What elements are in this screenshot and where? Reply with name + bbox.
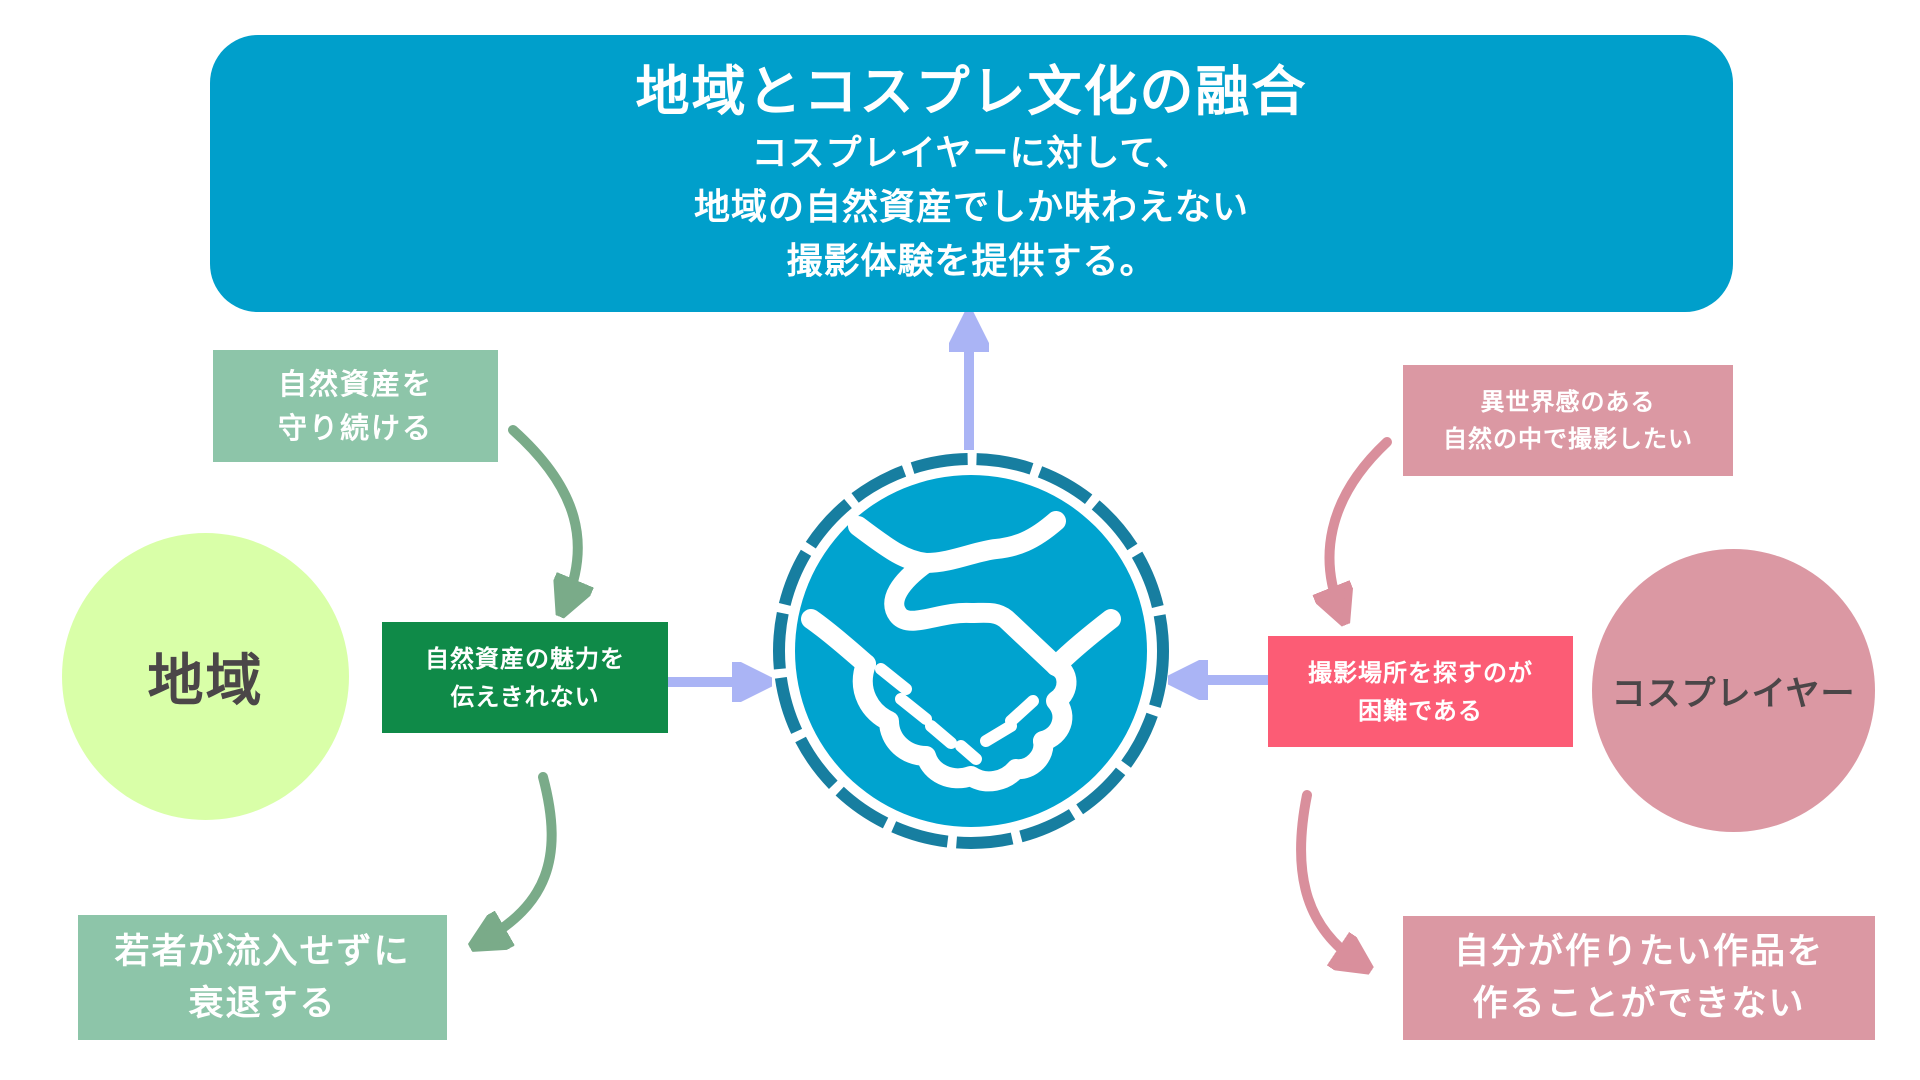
region-problem-box: 自然資産の魅力を 伝えきれない	[382, 622, 668, 733]
region-label: 地域	[147, 649, 264, 714]
arrow-protect-to-problem	[508, 425, 578, 602]
cosplayer-consequence-box: 自分が作りたい作品を 作ることができない	[1403, 916, 1875, 1040]
region-circle: 地域	[62, 533, 349, 820]
box-line: 撮影場所を探すのが	[1308, 658, 1533, 687]
handshake-icon	[801, 511, 1121, 792]
box-line: 異世界感のある	[1480, 387, 1656, 416]
box-line: 自分が作りたい作品を	[1453, 932, 1824, 972]
hero-line: 撮影体験を提供する。	[786, 240, 1157, 282]
hero-line: コスプレイヤーに対して、	[751, 132, 1192, 174]
box-line: 作ることができない	[1472, 984, 1806, 1024]
hub-dashed-ring	[773, 453, 1169, 849]
box-line: 自然資産の魅力を	[425, 644, 625, 673]
box-line: 守り続ける	[277, 411, 433, 445]
region-protect-box: 自然資産を 守り続ける	[213, 350, 498, 462]
box-line: 自然の中で撮影したい	[1443, 424, 1693, 453]
hub-circle	[773, 453, 1169, 849]
hero-box: 地域とコスプレ文化の融合 コスプレイヤーに対して、 地域の自然資産でしか味わえな…	[210, 35, 1733, 312]
cosplayer-circle: コスプレイヤー	[1592, 549, 1875, 832]
box-line: 若者が流入せずに	[114, 931, 411, 972]
box-line: 伝えきれない	[450, 682, 600, 711]
arrow-desire-to-problem	[1330, 437, 1392, 610]
cosplayer-desire-box: 異世界感のある 自然の中で撮影したい	[1403, 365, 1733, 476]
box-line: 自然資産を	[277, 367, 433, 401]
arrow-problem-to-cannot	[1296, 790, 1358, 962]
box-line: 困難である	[1358, 696, 1483, 725]
hero-title: 地域とコスプレ文化の融合	[635, 59, 1308, 123]
region-consequence-box: 若者が流入せずに 衰退する	[78, 915, 447, 1040]
hero-line: 地域の自然資産でしか味わえない	[693, 186, 1249, 228]
arrow-problem-to-decline	[484, 772, 557, 940]
box-line: 衰退する	[188, 983, 337, 1024]
cosplayer-problem-box: 撮影場所を探すのが 困難である	[1268, 636, 1573, 747]
cosplayer-label: コスプレイヤー	[1611, 674, 1856, 714]
